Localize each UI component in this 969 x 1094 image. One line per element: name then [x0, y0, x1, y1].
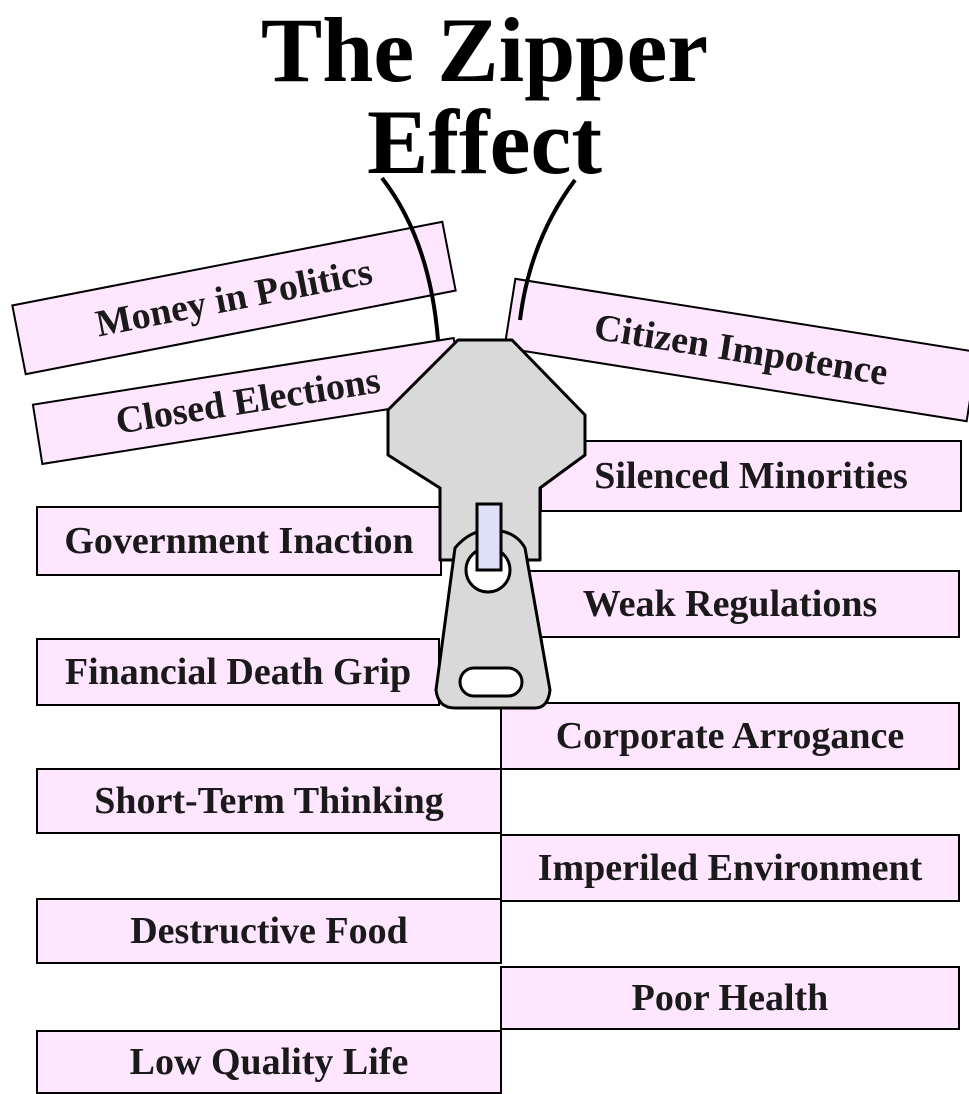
slider-connector	[475, 502, 503, 572]
left-tooth-4: Financial Death Grip	[36, 638, 440, 706]
left-tooth-6: Destructive Food	[36, 898, 502, 964]
title-line-1: The Zipper	[260, 0, 709, 101]
left-tooth-3: Government Inaction	[36, 506, 442, 576]
right-tooth-5: Imperiled Environment	[500, 834, 960, 902]
right-tooth-4: Corporate Arrogance	[500, 702, 960, 770]
right-zipper-cord	[518, 178, 577, 321]
pull-tab-slot	[458, 666, 524, 698]
left-tooth-7: Low Quality Life	[36, 1030, 502, 1094]
zipper-slider	[386, 338, 587, 562]
title-line-2: Effect	[367, 91, 602, 193]
left-tooth-5: Short-Term Thinking	[36, 768, 502, 834]
left-zipper-cord	[380, 176, 440, 341]
right-tooth-3: Weak Regulations	[500, 570, 960, 638]
right-tooth-6: Poor Health	[500, 966, 960, 1030]
right-tooth-2: Silenced Minorities	[540, 440, 962, 512]
